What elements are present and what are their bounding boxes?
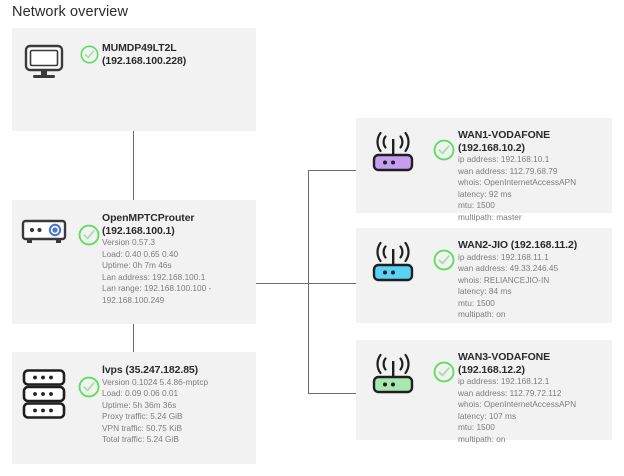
node-detail-uptime: Uptime: 0h 7m 46s xyxy=(102,260,172,271)
node-detail-lan-address: Lan address: 192.168.100.1 xyxy=(102,271,206,282)
node-detail-ip-address: ip address: 192.168.11.1 xyxy=(458,251,549,262)
node-subtitle-router: (192.168.100.1) xyxy=(102,224,175,237)
node-card-wan3[interactable]: WAN3-VODAFONE (192.168.12.2) ip address:… xyxy=(356,340,612,444)
router-device-icon xyxy=(12,212,76,246)
node-detail-load: Load: 0.09 0.06 0.01 xyxy=(102,388,179,399)
node-detail-proxy-traffic: Proxy traffic: 5.24 GiB xyxy=(102,411,183,422)
wifi-router-icon xyxy=(356,351,430,399)
node-detail-latency: latency: 92 ms xyxy=(458,188,512,199)
node-detail-latency: latency: 107 ms xyxy=(458,410,517,421)
node-subtitle-wan3: (192.168.12.2) xyxy=(458,363,525,376)
node-detail-total-traffic: Total traffic: 5.24 GiB xyxy=(102,434,179,445)
node-info-router: OpenMPTCProuter (192.168.100.1) Version … xyxy=(102,212,256,307)
node-subtitle-wan1: (192.168.10.2) xyxy=(458,141,525,154)
node-detail-load: Load: 0.40 0.65 0.40 xyxy=(102,248,179,259)
status-icon-wan1 xyxy=(430,129,458,161)
connector-wan-bus-lower xyxy=(308,283,309,393)
connector-router-vps xyxy=(133,324,134,352)
node-card-wan1[interactable]: WAN1-VODAFONE (192.168.10.2) ip address:… xyxy=(356,118,612,222)
status-icon-wan2 xyxy=(430,239,458,271)
node-detail-mtu: mtu: 1500 xyxy=(458,297,495,308)
wifi-router-icon xyxy=(356,129,430,177)
connector-client-router xyxy=(133,131,134,200)
node-detail-multipath: multipath: master xyxy=(458,211,522,222)
node-detail-version: Version 0.57.3 xyxy=(102,237,156,247)
node-detail-wan-address: wan address: 112.79.72.112 xyxy=(458,387,562,398)
node-title-vps: lvps (35.247.182.85) xyxy=(102,364,199,376)
node-detail-wan-address: wan address: 49.33.246.45 xyxy=(458,263,559,274)
node-info-vps: lvps (35.247.182.85) Version 0.1024 5.4.… xyxy=(102,364,256,446)
node-detail-whois: whois: OpenInternetAccessAPN xyxy=(458,399,577,410)
server-stack-icon xyxy=(12,364,76,420)
node-title-router: OpenMPTCProuter xyxy=(102,212,195,224)
node-card-router[interactable]: OpenMPTCProuter (192.168.100.1) Version … xyxy=(12,200,256,324)
node-detail-vpn-traffic: VPN traffic: 50.75 KiB xyxy=(102,422,183,433)
node-card-vps[interactable]: lvps (35.247.182.85) Version 0.1024 5.4.… xyxy=(12,352,256,464)
node-subtitle-client: (192.168.100.228) xyxy=(102,54,187,67)
connector-wan-bus xyxy=(308,170,309,284)
node-title-wan1: WAN1-VODAFONE xyxy=(458,129,551,141)
node-card-client[interactable]: MUMDP49LT2L (192.168.100.228) xyxy=(12,28,256,131)
wifi-router-icon xyxy=(356,239,430,287)
node-info-wan3: WAN3-VODAFONE (192.168.12.2) ip address:… xyxy=(458,351,612,446)
node-detail-multipath: multipath: on xyxy=(458,433,506,444)
node-detail-whois: whois: RELIANCEJIO-IN xyxy=(458,274,550,285)
node-title-client: MUMDP49LT2L xyxy=(102,42,177,54)
node-title-wan3: WAN3-VODAFONE xyxy=(458,351,551,363)
desktop-monitor-icon xyxy=(12,42,76,80)
status-icon-router xyxy=(76,212,102,246)
status-icon-client xyxy=(76,42,102,64)
node-detail-wan-address: wan address: 112.79.68.79 xyxy=(458,165,558,176)
node-detail-latency: latency: 84 ms xyxy=(458,286,512,297)
node-detail-mtu: mtu: 1500 xyxy=(458,200,495,211)
node-info-client: MUMDP49LT2L (192.168.100.228) xyxy=(102,42,256,67)
status-icon-wan3 xyxy=(430,351,458,383)
node-detail-lan-range: Lan range: 192.168.100.100 - 192.168.100… xyxy=(102,283,212,305)
node-detail-uptime: Uptime: 5h 36m 36s xyxy=(102,399,177,410)
node-title-wan2: WAN2-JIO (192.168.11.2) xyxy=(458,239,578,251)
node-detail-whois: whois: OpenInternetAccessAPN xyxy=(458,177,577,188)
node-card-wan2[interactable]: WAN2-JIO (192.168.11.2) ip address: 192.… xyxy=(356,228,612,323)
node-detail-version: Version 0.1024 5.4.86-mptcp xyxy=(102,376,209,387)
node-detail-mtu: mtu: 1500 xyxy=(458,422,495,433)
node-info-wan1: WAN1-VODAFONE (192.168.10.2) ip address:… xyxy=(458,129,612,224)
page-title: Network overview xyxy=(12,4,129,20)
node-detail-ip-address: ip address: 192.168.10.1 xyxy=(458,154,550,164)
node-info-wan2: WAN2-JIO (192.168.11.2) ip address: 192.… xyxy=(458,239,612,321)
node-detail-ip-address: ip address: 192.168.12.1 xyxy=(458,376,550,386)
node-detail-multipath: multipath: on xyxy=(458,309,506,320)
connector-router-bus xyxy=(256,283,364,284)
status-icon-vps xyxy=(76,364,102,398)
